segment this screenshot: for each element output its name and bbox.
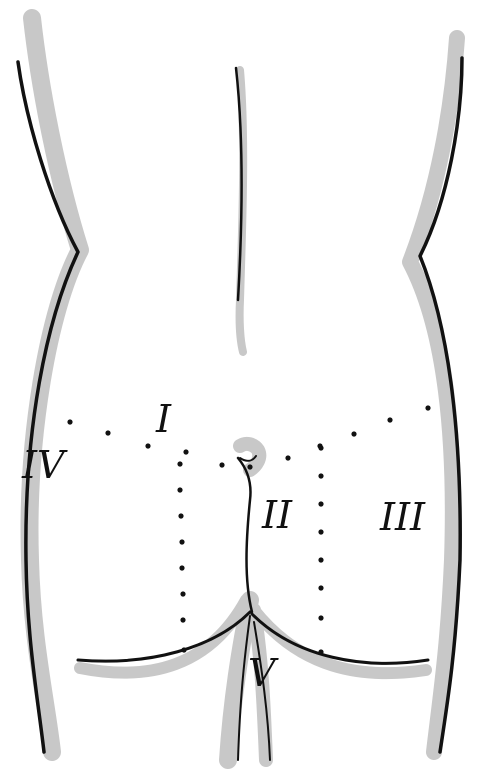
region-label-II: II [261, 493, 293, 537]
boundary-dot [318, 529, 323, 534]
left-torso-outline [18, 62, 78, 752]
boundary-dot [318, 445, 323, 450]
region-label-IV: IV [21, 443, 68, 487]
boundary-dot [105, 430, 110, 435]
region-label-I: I [155, 397, 172, 441]
boundary-dot [318, 649, 323, 654]
boundary-dot [180, 591, 185, 596]
boundary-dot [351, 431, 356, 436]
boundary-dot [318, 557, 323, 562]
gluteal-cleft [238, 458, 252, 612]
region-label-V: V [248, 651, 279, 695]
boundary-dot [285, 455, 290, 460]
boundary-dot [178, 513, 183, 518]
boundary-dot [179, 565, 184, 570]
boundary-dot [318, 501, 323, 506]
boundary-dot [177, 487, 182, 492]
boundary-dot [180, 617, 185, 622]
boundary-dot [183, 449, 188, 454]
boundary-dot [219, 462, 224, 467]
boundary-dot [425, 405, 430, 410]
boundary-dot [247, 464, 252, 469]
boundary-dot [181, 647, 186, 652]
right-torso-shadow [410, 38, 457, 752]
boundary-dot [67, 419, 72, 424]
region-label-layer: I II III IV V [21, 397, 426, 695]
boundary-dot [387, 417, 392, 422]
boundary-dot [318, 585, 323, 590]
boundary-dot [145, 443, 150, 448]
boundary-dot [318, 615, 323, 620]
boundary-dot [179, 539, 184, 544]
shadow-layer [30, 18, 457, 760]
boundary-dot [318, 473, 323, 478]
boundary-dot [177, 461, 182, 466]
region-label-III: III [379, 495, 426, 539]
